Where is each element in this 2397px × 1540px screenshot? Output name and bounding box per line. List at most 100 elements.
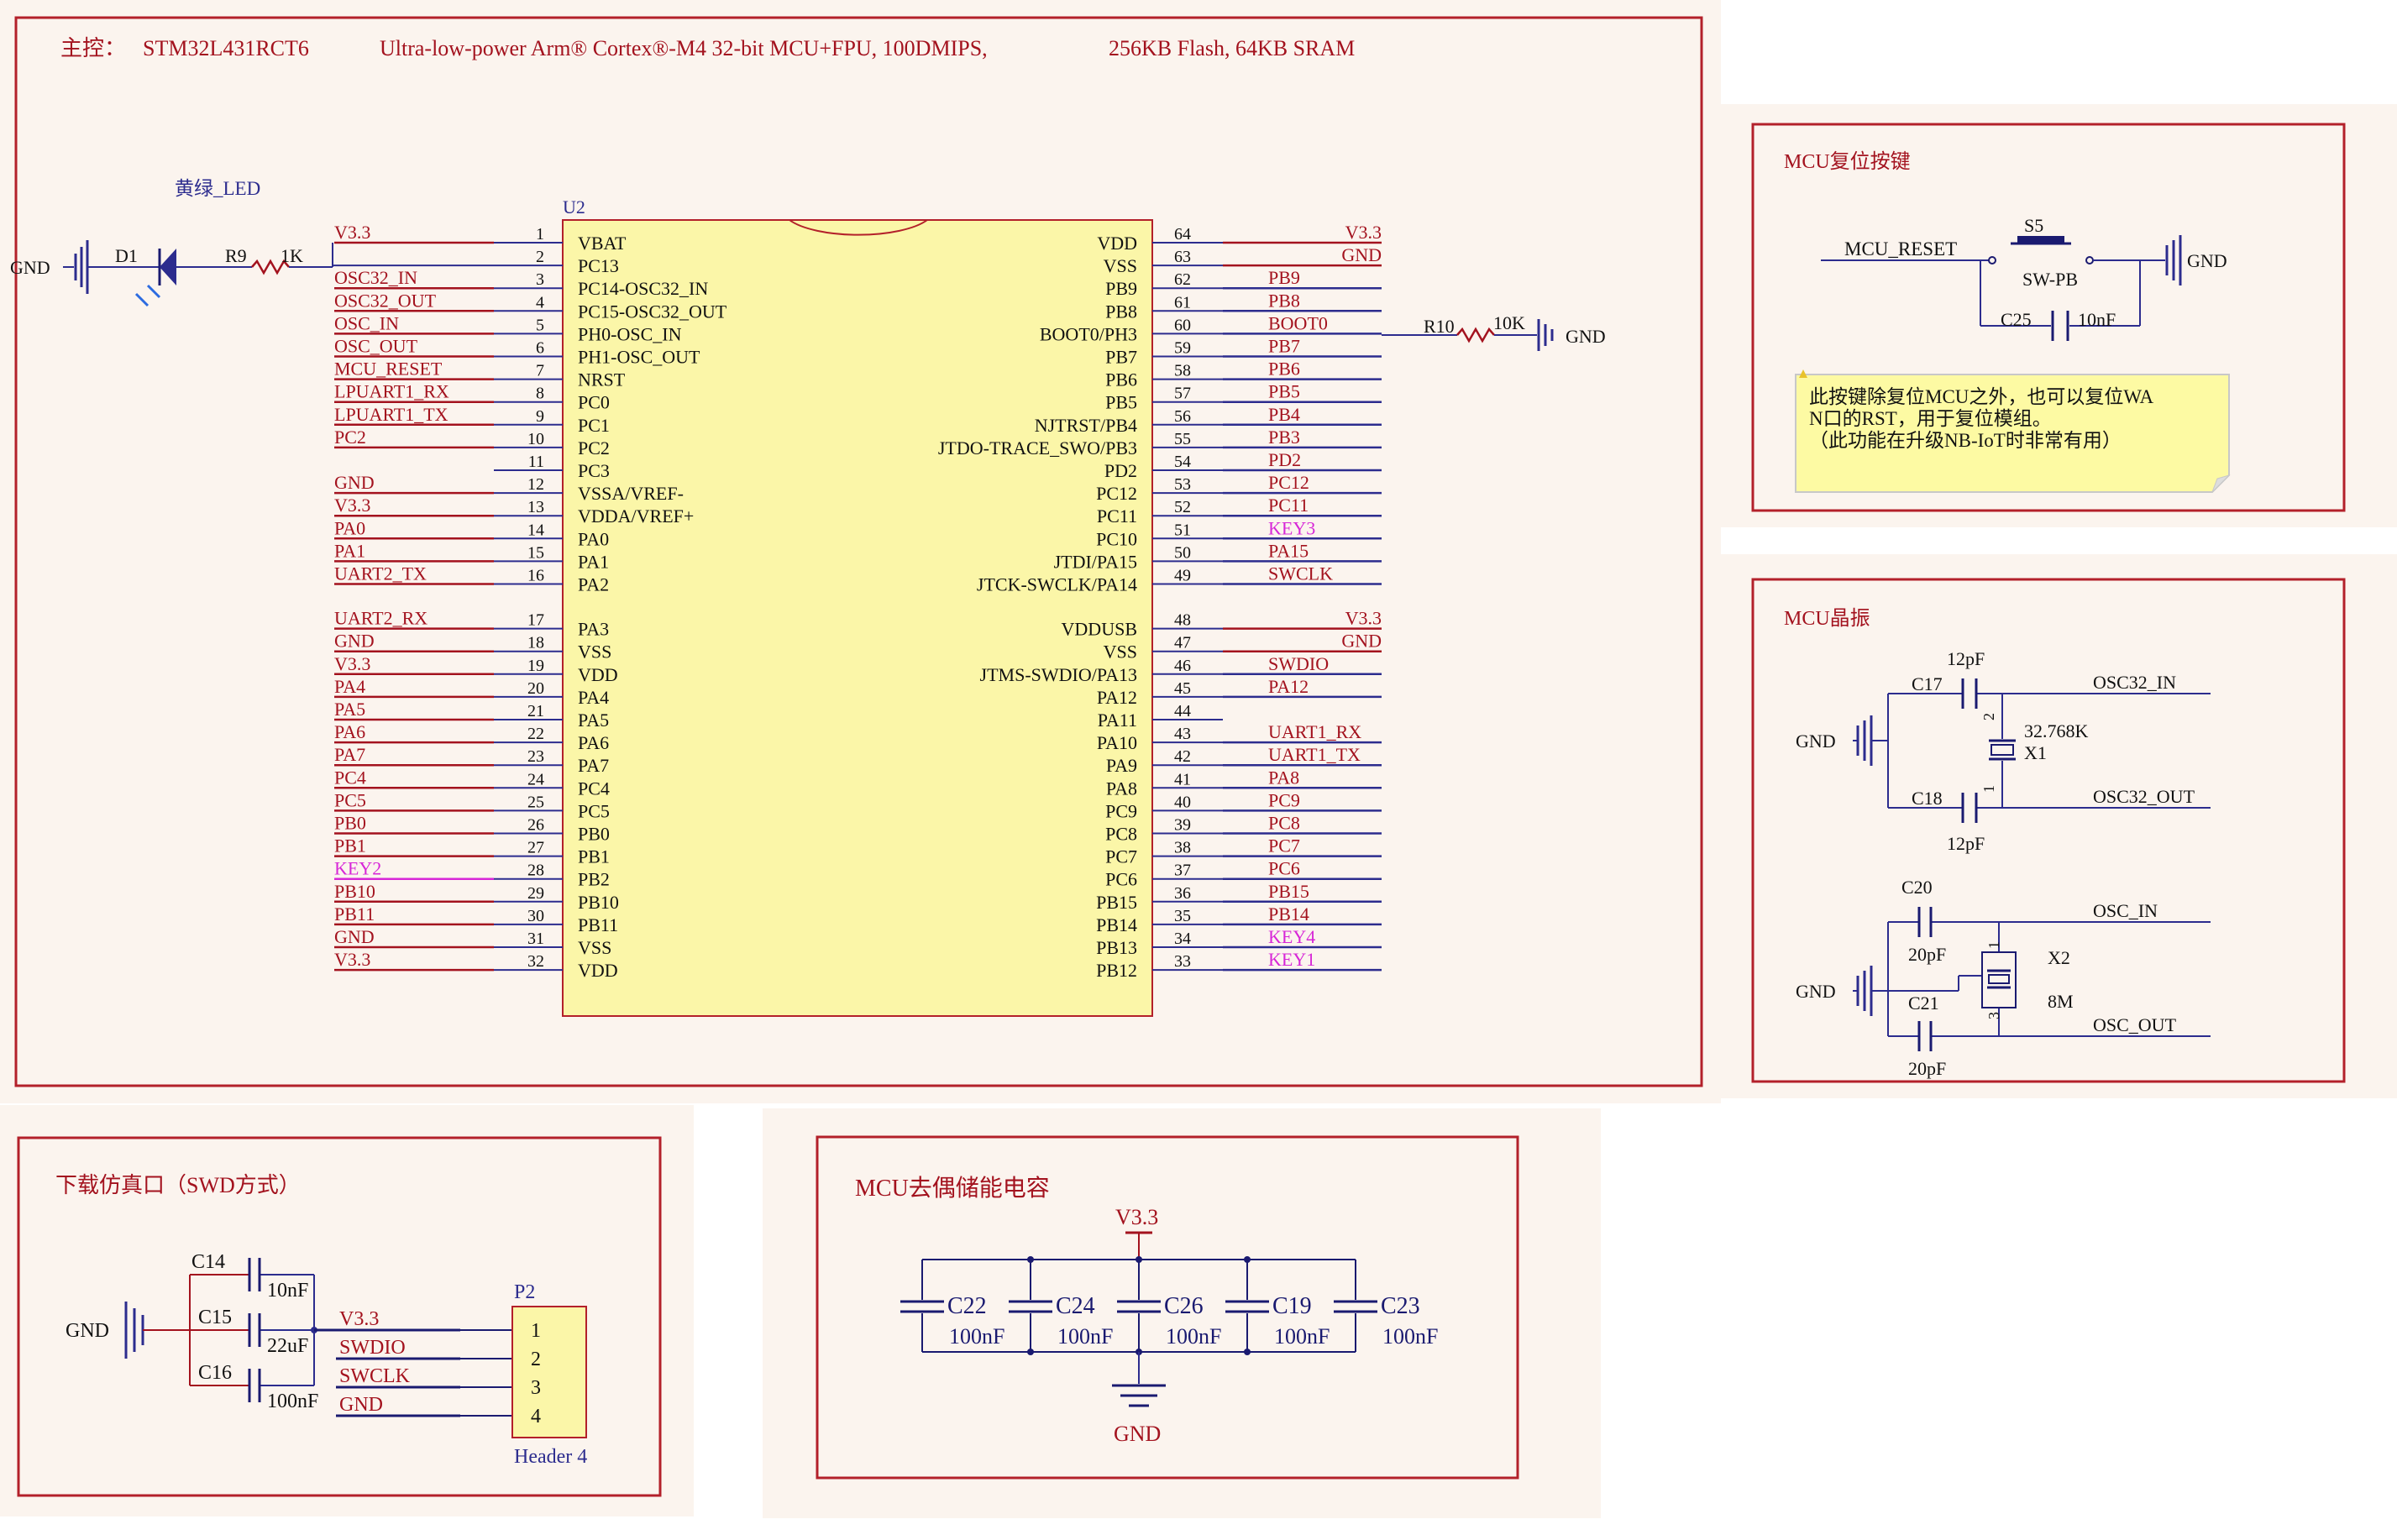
- left-net-mcu-reset: MCU_RESET: [334, 359, 443, 380]
- reset-title: MCU复位按键: [1784, 150, 1911, 173]
- right-pin-number: 64: [1174, 225, 1191, 244]
- c17-capacitor: [1961, 678, 1978, 709]
- right-pin-name: VDD: [1097, 233, 1137, 254]
- left-pin-name: PH0-OSC_IN: [578, 323, 682, 344]
- c25-ref: C25: [2001, 309, 2032, 330]
- led-ref: D1: [115, 245, 138, 266]
- led-gnd-label: GND: [10, 257, 50, 278]
- right-pin-number: 54: [1174, 453, 1191, 471]
- note-line-1: 此按键除复位MCU之外，也可以复位WA: [1809, 386, 2154, 407]
- decap-ref: C26: [1164, 1293, 1204, 1319]
- c18-value: 12pF: [1947, 833, 1985, 854]
- right-pin-name: PB8: [1105, 301, 1137, 322]
- left-pin-name: PB10: [578, 892, 619, 913]
- left-pin-name: VDD: [578, 960, 618, 981]
- left-pin-name: PA6: [578, 732, 609, 753]
- note-line-2: N口的RST，用于复位模组。: [1809, 408, 2052, 429]
- left-pin-number: 15: [527, 543, 544, 562]
- x1-crystal: [1989, 739, 2016, 761]
- right-net-key3: KEY3: [1268, 517, 1315, 538]
- right-pin-name: PC6: [1105, 869, 1137, 890]
- c16-value: 100nF: [267, 1391, 318, 1412]
- right-net-pc12: PC12: [1268, 472, 1309, 493]
- right-net-pb3: PB3: [1268, 427, 1300, 448]
- left-pin-number: 12: [527, 475, 544, 494]
- left-pin-number: 27: [527, 839, 544, 857]
- left-pin-number: 23: [527, 747, 544, 766]
- left-net-osc32-out: OSC32_OUT: [334, 290, 437, 311]
- net-osc32-out: OSC32_OUT: [2093, 786, 2195, 807]
- right-pin-name: PB12: [1096, 960, 1137, 981]
- right-pin-number: 43: [1174, 725, 1191, 743]
- right-net-key1: KEY1: [1268, 949, 1315, 970]
- right-pin-name: PA8: [1106, 778, 1137, 799]
- left-net-pc5: PC5: [334, 789, 366, 810]
- led-d1-symbol: [134, 249, 176, 307]
- left-net-uart2-rx: UART2_RX: [334, 608, 427, 629]
- right-pin-number: 33: [1174, 952, 1191, 971]
- left-pin-number: 19: [527, 657, 544, 675]
- right-pin-number: 39: [1174, 816, 1191, 835]
- right-pin-number: 57: [1174, 385, 1191, 403]
- right-pin-number: 37: [1174, 862, 1191, 880]
- right-pin-name: JTMS-SWDIO/PA13: [980, 664, 1137, 685]
- right-pin-name: VSS: [1104, 255, 1137, 276]
- left-pin-number: 21: [527, 702, 544, 720]
- left-net-v3-3: V3.3: [334, 222, 370, 243]
- right-pin-name: PA11: [1098, 710, 1137, 731]
- right-net-pa15: PA15: [1268, 540, 1309, 561]
- left-pin-name: VBAT: [578, 233, 627, 254]
- left-pin-number: 7: [536, 362, 544, 380]
- decap-ref: C23: [1381, 1293, 1420, 1319]
- right-pin-name: PB14: [1096, 914, 1137, 935]
- right-pin-number: 46: [1174, 657, 1191, 675]
- right-pin-name: PC8: [1105, 824, 1137, 845]
- c18-ref: C18: [1912, 788, 1943, 809]
- left-pin-name: VSS: [578, 937, 611, 958]
- c18-capacitor: [1961, 793, 1978, 823]
- left-pin-name: PA1: [578, 551, 609, 572]
- left-pin-number: 26: [527, 816, 544, 835]
- right-pin-number: 53: [1174, 475, 1191, 494]
- right-pin-number: 55: [1174, 430, 1191, 448]
- x2-crystal: [1981, 951, 2017, 1008]
- left-net-uart2-tx: UART2_TX: [334, 563, 427, 584]
- left-pin-name: PC15-OSC32_OUT: [578, 301, 727, 322]
- reset-gnd-label: GND: [2187, 250, 2227, 271]
- right-net-pc6: PC6: [1268, 858, 1300, 879]
- right-net-gnd: GND: [1341, 244, 1382, 265]
- left-net-pa4: PA4: [334, 676, 365, 697]
- p2-pin-2: 2: [531, 1349, 541, 1370]
- left-net-key2: KEY2: [334, 858, 381, 879]
- left-net-pa0: PA0: [334, 517, 365, 538]
- left-pin-number: 13: [527, 498, 544, 516]
- mcu-chip: U2: [562, 196, 1153, 1017]
- led-title: 黄绿_LED: [175, 178, 260, 199]
- right-pin-name: VDDUSB: [1062, 619, 1137, 640]
- left-pin-number: 29: [527, 884, 544, 903]
